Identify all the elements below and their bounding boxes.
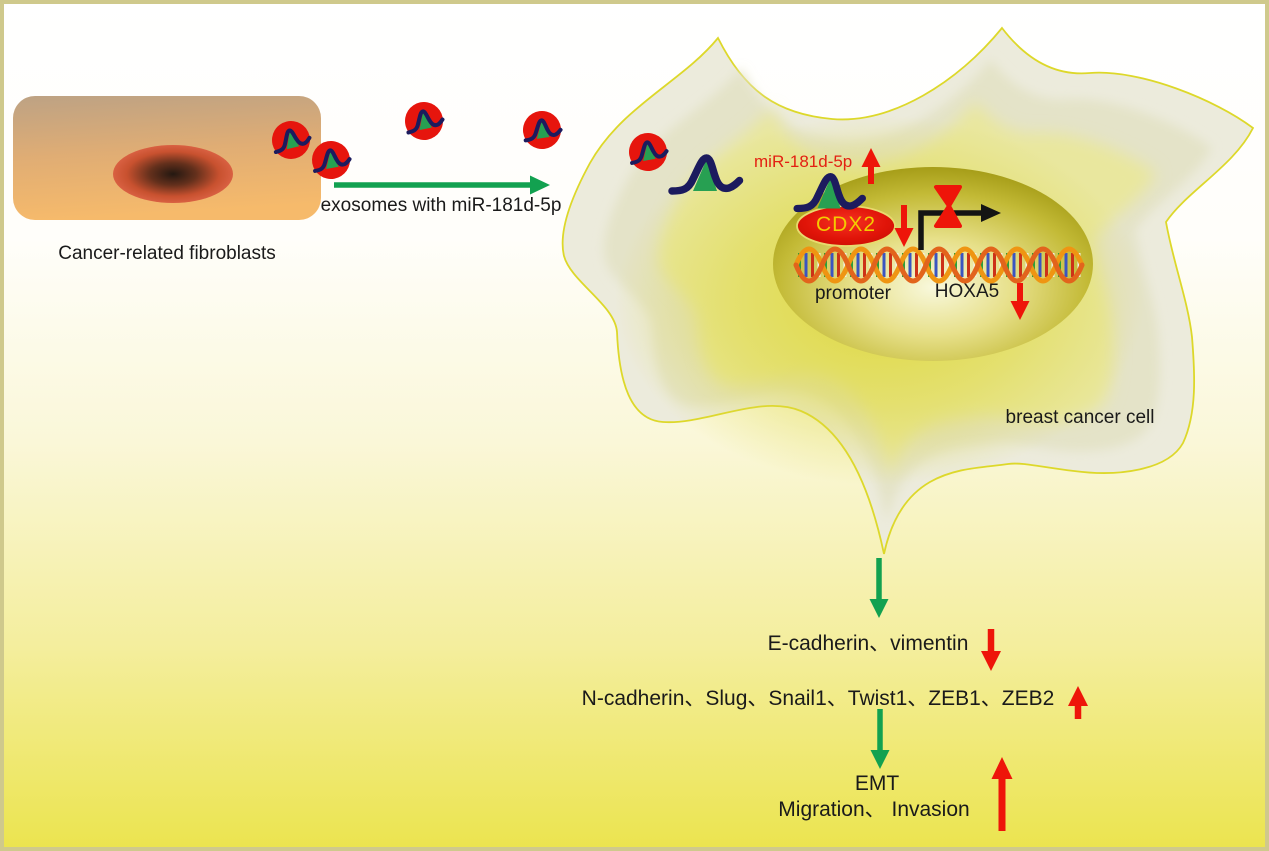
hoxa5-down-arrow-icon <box>1010 283 1030 320</box>
blocked-transcription-arrow-icon <box>918 185 1001 250</box>
transfer-arrow-label: exosomes with miR-181d-5p <box>320 195 562 216</box>
x-block-icon <box>934 185 962 228</box>
exosome-icon <box>401 98 446 143</box>
hoxa5-label: HOXA5 <box>934 281 1000 302</box>
transfer-arrow-icon <box>334 175 550 195</box>
fibroblast-label: Cancer-related fibroblasts <box>58 243 276 264</box>
cdx2-label: CDX2 <box>815 213 877 236</box>
step2-up-arrow-icon <box>1068 686 1088 719</box>
pathway-step1-label: E-cadherin、vimentin <box>767 632 969 655</box>
pathway-emt-label: EMT <box>854 772 900 795</box>
promoter-label: promoter <box>814 283 892 304</box>
exosome-icon <box>521 109 564 152</box>
cell-to-pathway-arrow-icon <box>869 558 889 618</box>
mirna-up-arrow-icon <box>861 148 881 184</box>
fibroblast-cell <box>13 96 321 220</box>
step1-down-arrow-icon <box>981 629 1001 671</box>
pathway-down-arrow-icon <box>870 709 890 769</box>
green-arrows <box>334 175 890 769</box>
pathway-migration-invasion-label: Migration、 Invasion <box>778 798 970 821</box>
cdx2-down-arrow-icon <box>894 205 914 247</box>
red-trend-arrows <box>861 148 1088 831</box>
breast-cancer-cell-label: breast cancer cell <box>1005 407 1155 428</box>
pathway-step2-label: N-cadherin、Slug、Snail1、Twist1、ZEB1、ZEB2 <box>581 687 1055 710</box>
fibroblast-nucleus <box>113 145 233 203</box>
mirna-label: miR-181d-5p <box>754 152 853 171</box>
dna-helix-icon <box>793 246 1085 284</box>
migration-up-arrow-icon <box>991 757 1013 831</box>
